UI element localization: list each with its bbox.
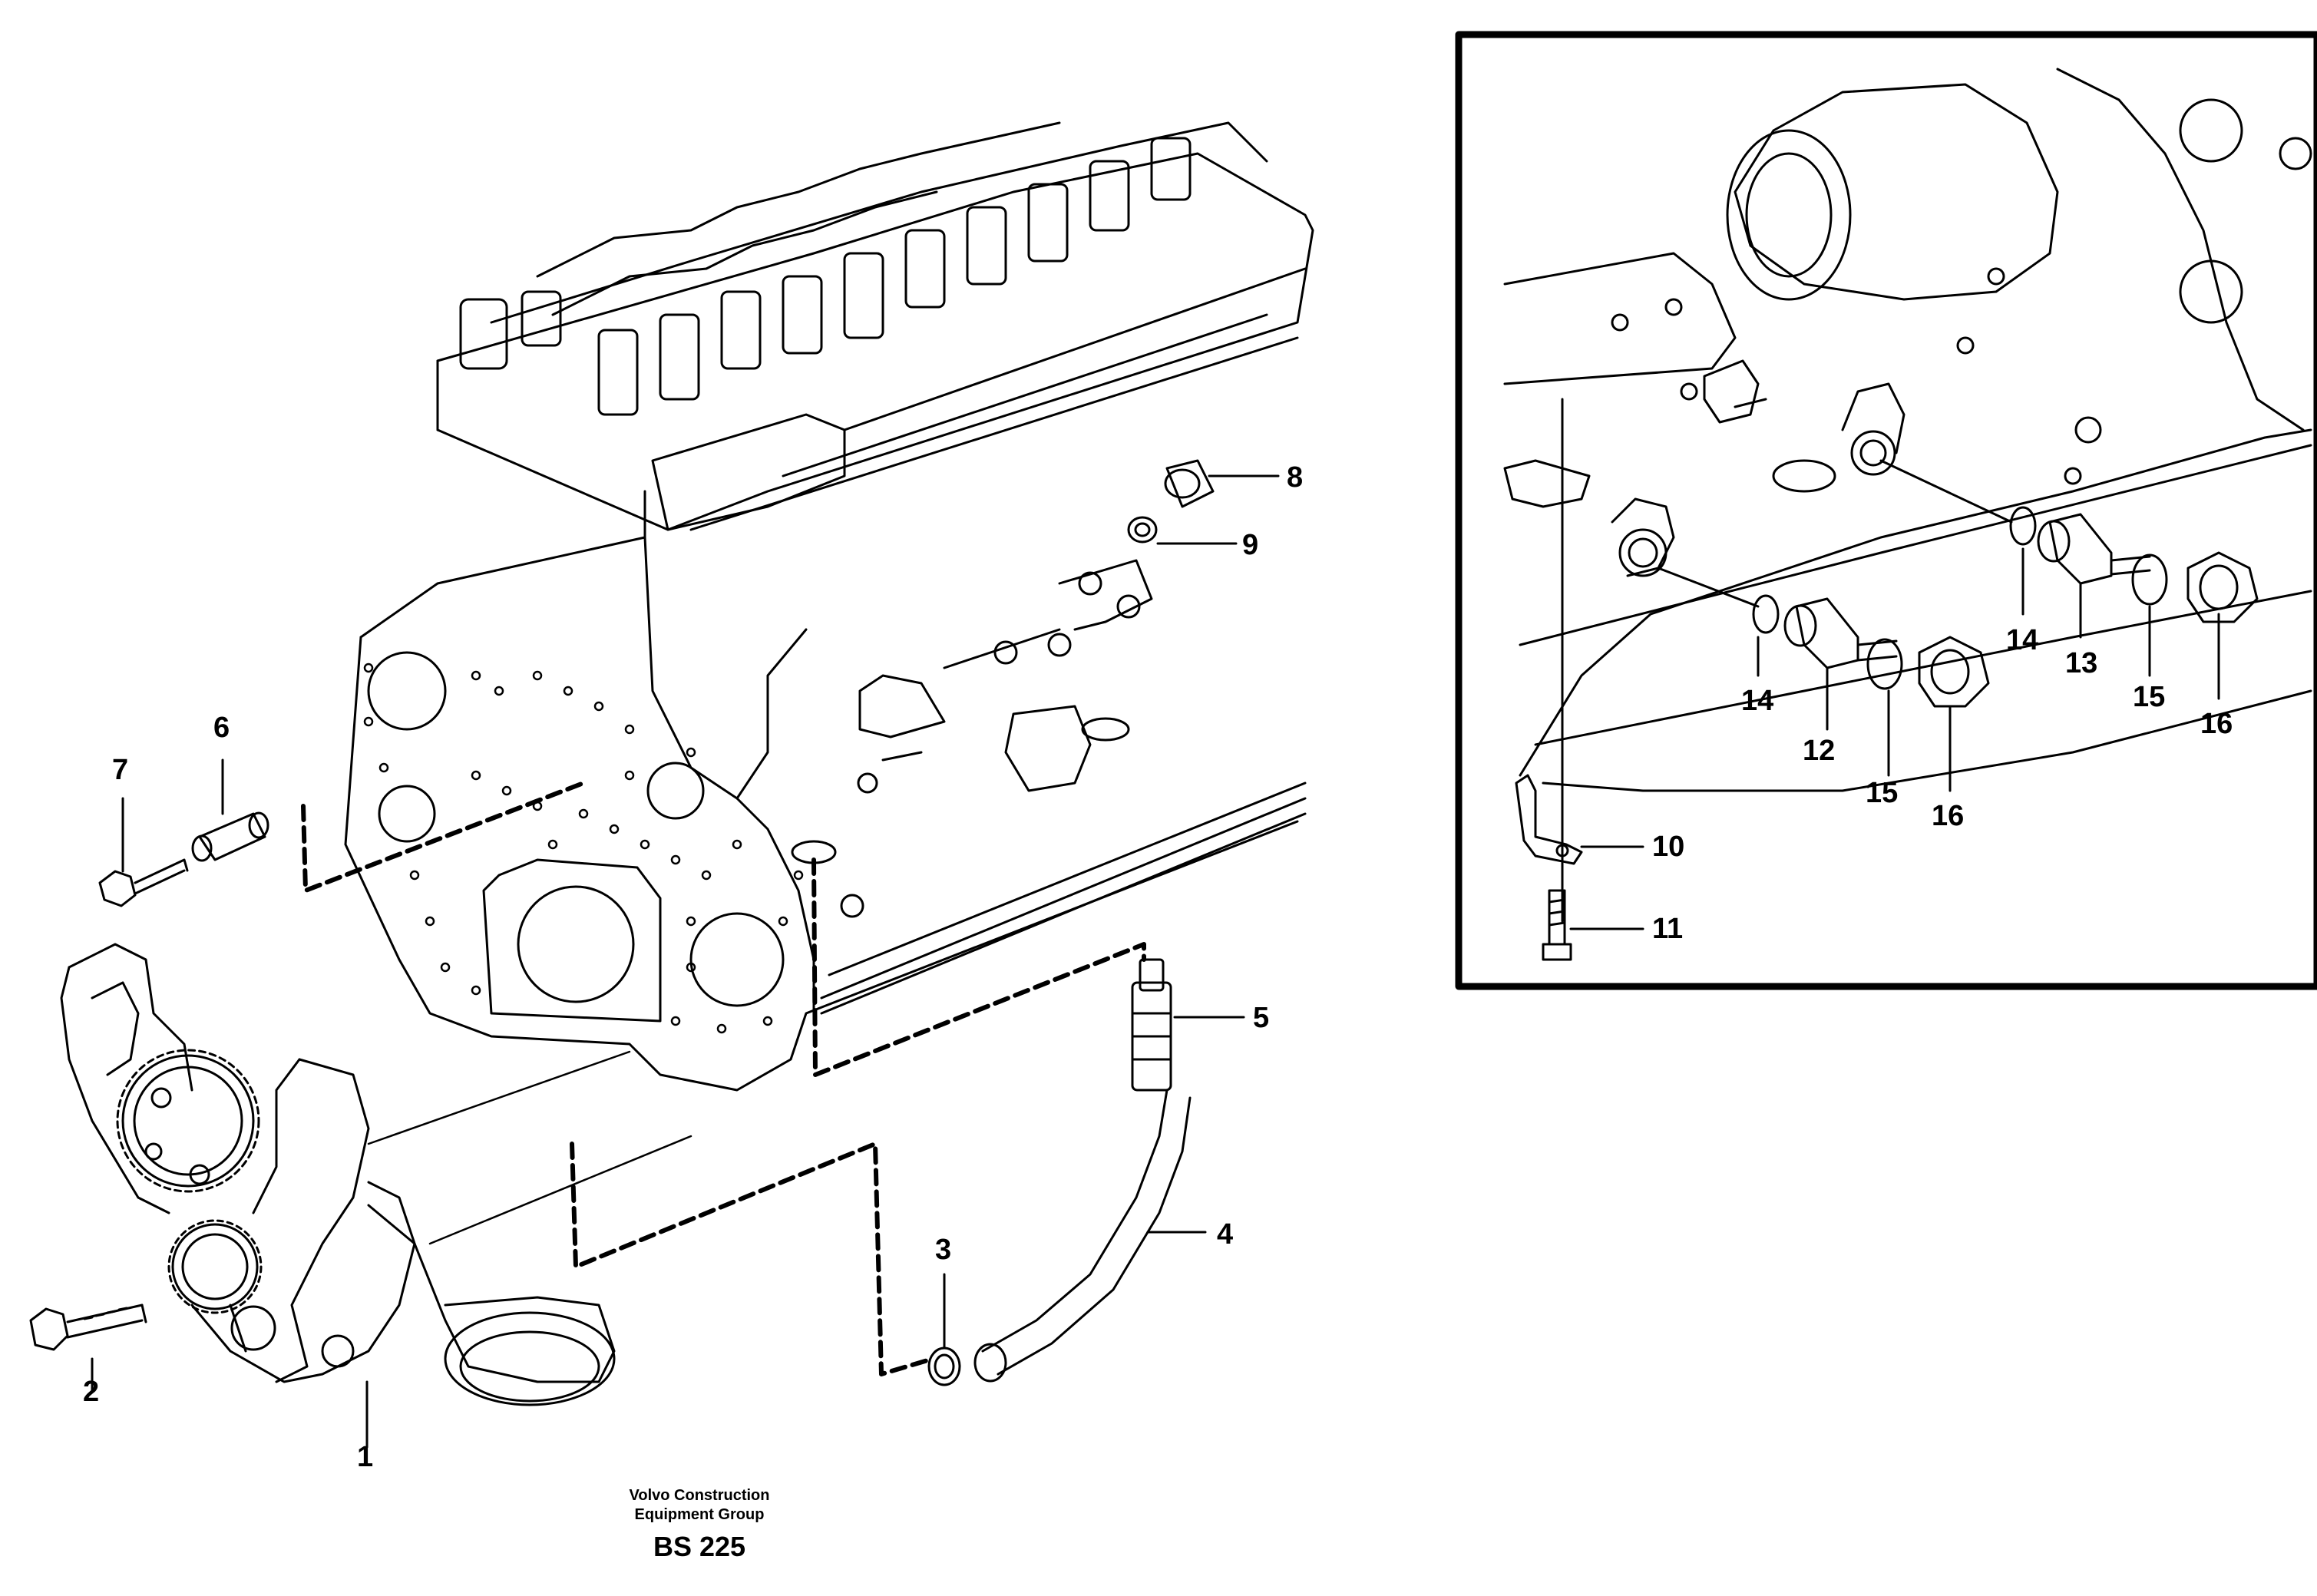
callout-16b: 16 [2200, 708, 2233, 740]
callout-14b: 14 [2006, 624, 2038, 656]
installation-lines [301, 781, 1146, 1376]
callout-numbers: 1 2 3 4 5 6 7 8 9 10 11 12 13 14 14 15 1… [83, 461, 2233, 1473]
callout-3: 3 [935, 1234, 951, 1266]
bracket-10 [1515, 774, 1583, 865]
callout-13: 13 [2065, 647, 2097, 679]
plug-8 [1164, 459, 1215, 508]
callout-leaders [91, 474, 1280, 1449]
callout-4: 4 [1217, 1218, 1233, 1251]
callout-14a: 14 [1741, 685, 1773, 717]
o-ring-3 [927, 1347, 961, 1386]
oil-pump [60, 943, 616, 1406]
plug-16b [2186, 551, 2259, 623]
bolt-11 [1542, 889, 1572, 961]
callout-7: 7 [112, 754, 128, 786]
callout-5: 5 [1253, 1002, 1269, 1034]
sleeve-6 [191, 811, 269, 862]
o-ring-14a [1752, 594, 1780, 634]
callout-1: 1 [357, 1441, 373, 1473]
plug-16a [1918, 636, 1990, 708]
relief-valve-12 [1783, 597, 1898, 669]
o-ring-14b [2009, 506, 2037, 546]
engine-block [344, 121, 1314, 1092]
bolt-2 [29, 1304, 147, 1351]
detail-inset [1455, 31, 2317, 990]
callout-6: 6 [213, 712, 230, 744]
leader-lines-thin [367, 1050, 692, 1245]
inset-frame [1455, 31, 2317, 990]
callout-2: 2 [83, 1376, 99, 1408]
inset-callout-leaders [1569, 547, 2220, 930]
bolt-7 [98, 858, 189, 907]
o-ring-15a [1866, 638, 1903, 690]
footer-organization-line2: Equipment Group [634, 1506, 765, 1523]
callout-12: 12 [1803, 735, 1835, 767]
block-bolt-holes [363, 663, 804, 1034]
footer-drawing-code: BS 225 [653, 1531, 746, 1562]
callout-8: 8 [1287, 461, 1303, 494]
washer-9 [1127, 516, 1158, 544]
callout-16a: 16 [1932, 800, 1964, 832]
valve-train [459, 121, 1192, 416]
callout-11: 11 [1652, 913, 1683, 945]
suction-pipe [973, 958, 1192, 1383]
callout-9: 9 [1242, 529, 1258, 561]
o-ring-15b [2131, 553, 2168, 606]
callout-15a: 15 [1866, 777, 1898, 809]
callout-15b: 15 [2133, 681, 2165, 713]
callout-10: 10 [1652, 831, 1684, 863]
footer-organization-line1: Volvo Construction [629, 1487, 770, 1504]
